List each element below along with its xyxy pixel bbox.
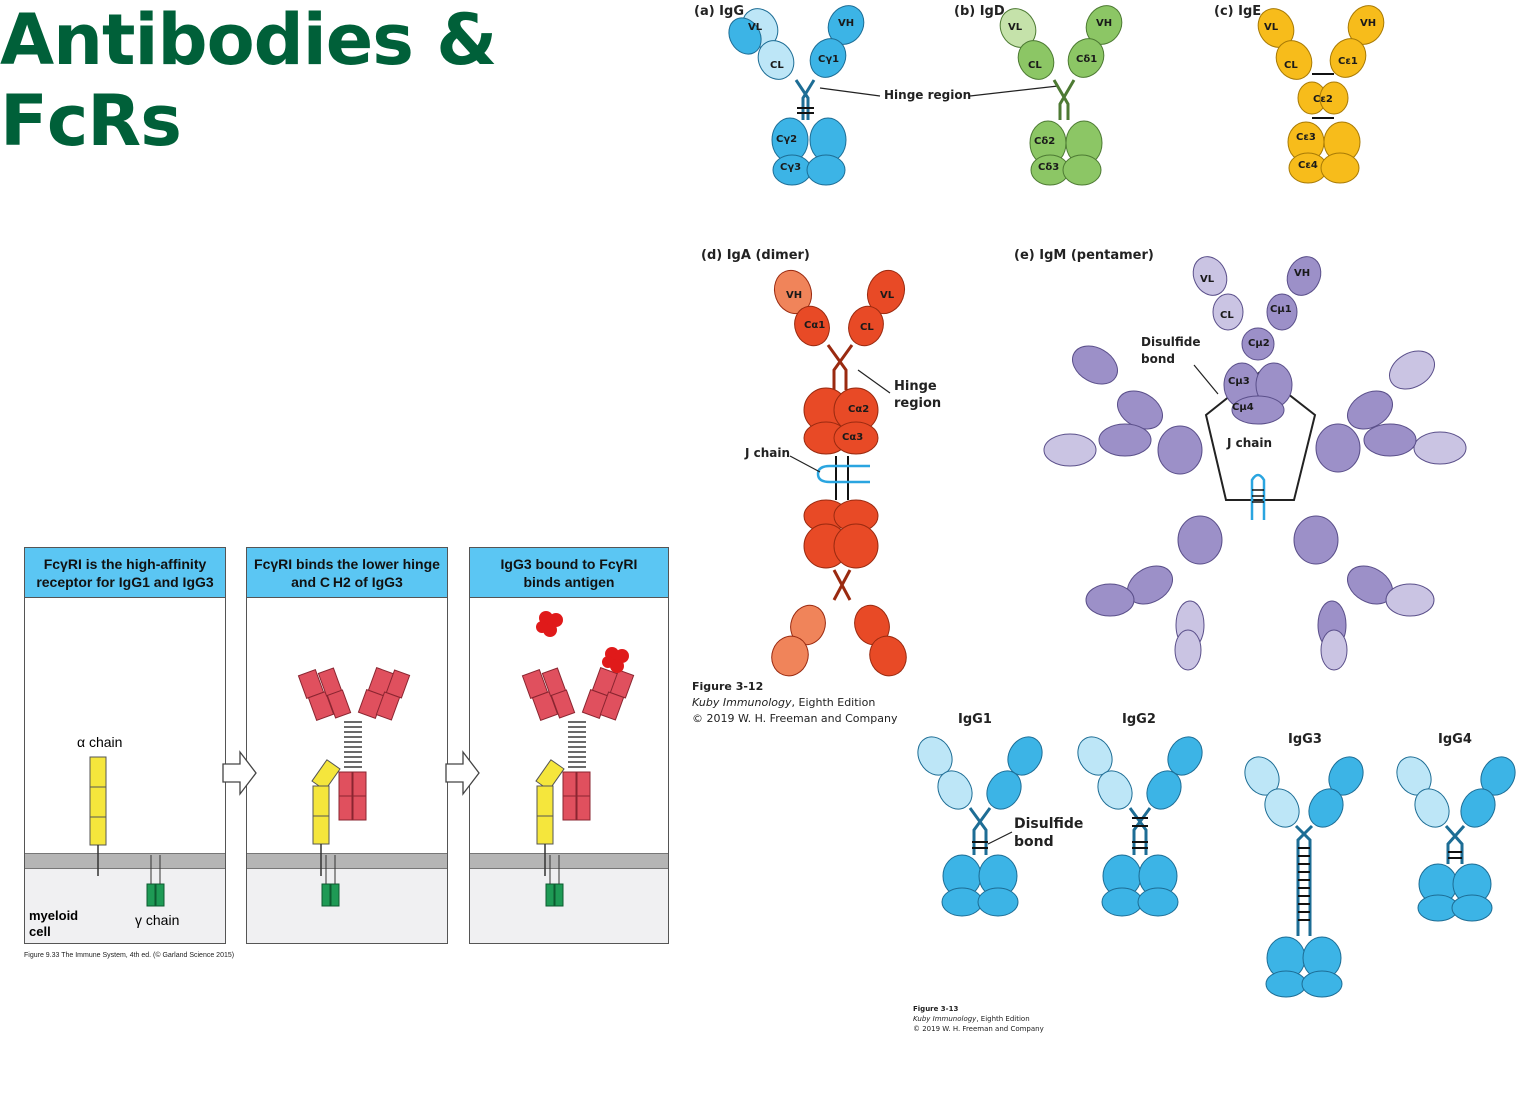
alpha-chain-label: α chain bbox=[77, 734, 123, 750]
slide-title: Antibodies & FcRs bbox=[0, 0, 1520, 162]
igm-cm3: Cμ3 bbox=[1228, 376, 1250, 387]
cell-membrane bbox=[470, 853, 668, 869]
figure-3-12-caption: Figure 3-12 Kuby Immunology, Eighth Edit… bbox=[692, 680, 898, 725]
igg2-label: IgG2 bbox=[1122, 712, 1156, 727]
iga-vh: VH bbox=[786, 290, 802, 301]
igd-label: (b) IgD bbox=[954, 4, 1005, 19]
igg-cg1: Cγ1 bbox=[818, 54, 839, 65]
igg-vh: VH bbox=[838, 18, 854, 29]
igg-structure bbox=[728, 5, 865, 186]
figure-3-13-caption: Figure 3-13 Kuby Immunology, Eighth Edit… bbox=[913, 1005, 1044, 1033]
igg-subclasses bbox=[917, 736, 1516, 998]
iga-hinge-leader bbox=[857, 369, 891, 394]
hinge-leader-igd bbox=[969, 85, 1059, 97]
step-arrow-1 bbox=[222, 750, 257, 796]
iga-ca2: Cα2 bbox=[848, 404, 869, 415]
iga-cl: CL bbox=[860, 322, 874, 333]
igm-j-chain bbox=[1250, 473, 1266, 520]
igd-vl: VL bbox=[1008, 22, 1023, 33]
igm-label: (e) IgM (pentamer) bbox=[1014, 248, 1154, 263]
igg-cl: CL bbox=[770, 60, 784, 71]
igg-label: (a) IgG bbox=[694, 4, 744, 19]
cell-membrane bbox=[247, 853, 447, 869]
ige-vh: VH bbox=[1360, 18, 1376, 29]
cytoplasm bbox=[470, 868, 668, 943]
title-line-1: Antibodies & bbox=[0, 0, 497, 81]
cytoplasm bbox=[247, 868, 447, 943]
hinge-region-label: Hinge region bbox=[884, 88, 972, 102]
ige-ce1: Cε1 bbox=[1338, 56, 1358, 67]
igm-cm4: Cμ4 bbox=[1232, 402, 1254, 413]
igd-structure bbox=[999, 5, 1123, 186]
igg-vl: VL bbox=[748, 22, 763, 33]
igd-cd1: Cδ1 bbox=[1076, 54, 1097, 65]
iga-vl: VL bbox=[880, 290, 895, 301]
igm-disulfide-label: Disulfide bond bbox=[1141, 335, 1201, 366]
title-line-2: FcRs bbox=[0, 80, 182, 162]
igd-cd2: Cδ2 bbox=[1034, 136, 1055, 147]
subclass-disulfide-leader bbox=[987, 831, 1013, 845]
igm-disulfide-leader bbox=[1193, 364, 1219, 395]
igm-cm1: Cμ1 bbox=[1270, 304, 1292, 315]
igg3-label: IgG3 bbox=[1288, 732, 1322, 747]
subclass-disulfide-label: Disulfide bond bbox=[1014, 816, 1084, 850]
igg1-label: IgG1 bbox=[958, 712, 992, 727]
igd-vh: VH bbox=[1096, 18, 1112, 29]
igd-cd3: Cδ3 bbox=[1038, 162, 1059, 173]
ige-ce4: Cε4 bbox=[1298, 160, 1318, 171]
igm-cm2: Cμ2 bbox=[1248, 338, 1270, 349]
figure-9-33-caption: Figure 9.33 The Immune System, 4th ed. (… bbox=[24, 952, 235, 959]
ige-label: (c) IgE bbox=[1214, 4, 1262, 19]
j-chain-leader bbox=[789, 455, 821, 473]
iga-j-chain bbox=[816, 464, 870, 484]
ige-structure bbox=[1257, 5, 1385, 184]
igm-vh: VH bbox=[1294, 268, 1310, 279]
ige-ce3: Cε3 bbox=[1296, 132, 1316, 143]
gamma-chain-label: γ chain bbox=[135, 912, 180, 928]
ige-ce2: Cε2 bbox=[1313, 94, 1333, 105]
iga-hinge-label: Hinge region bbox=[894, 379, 942, 411]
iga-ca1: Cα1 bbox=[804, 320, 825, 331]
iga-ca3: Cα3 bbox=[842, 432, 863, 443]
step-arrow-2 bbox=[445, 750, 480, 796]
ige-cl: CL bbox=[1284, 60, 1298, 71]
igm-structure bbox=[1043, 256, 1467, 671]
iga-label: (d) IgA (dimer) bbox=[701, 248, 810, 263]
igg4-label: IgG4 bbox=[1438, 732, 1472, 747]
ige-vl: VL bbox=[1264, 22, 1279, 33]
igg-cg2: Cγ2 bbox=[776, 134, 797, 145]
iga-j-chain-label: J chain bbox=[745, 446, 791, 460]
iga-structure bbox=[771, 269, 907, 677]
igd-cl: CL bbox=[1028, 60, 1042, 71]
cytoplasm bbox=[25, 868, 225, 943]
igm-j-chain-label: J chain bbox=[1227, 436, 1273, 450]
hinge-leader-igg bbox=[819, 87, 881, 97]
igm-cl: CL bbox=[1220, 310, 1234, 321]
igm-vl: VL bbox=[1200, 274, 1215, 285]
igg-cg3: Cγ3 bbox=[780, 162, 801, 173]
cell-membrane bbox=[25, 853, 225, 869]
